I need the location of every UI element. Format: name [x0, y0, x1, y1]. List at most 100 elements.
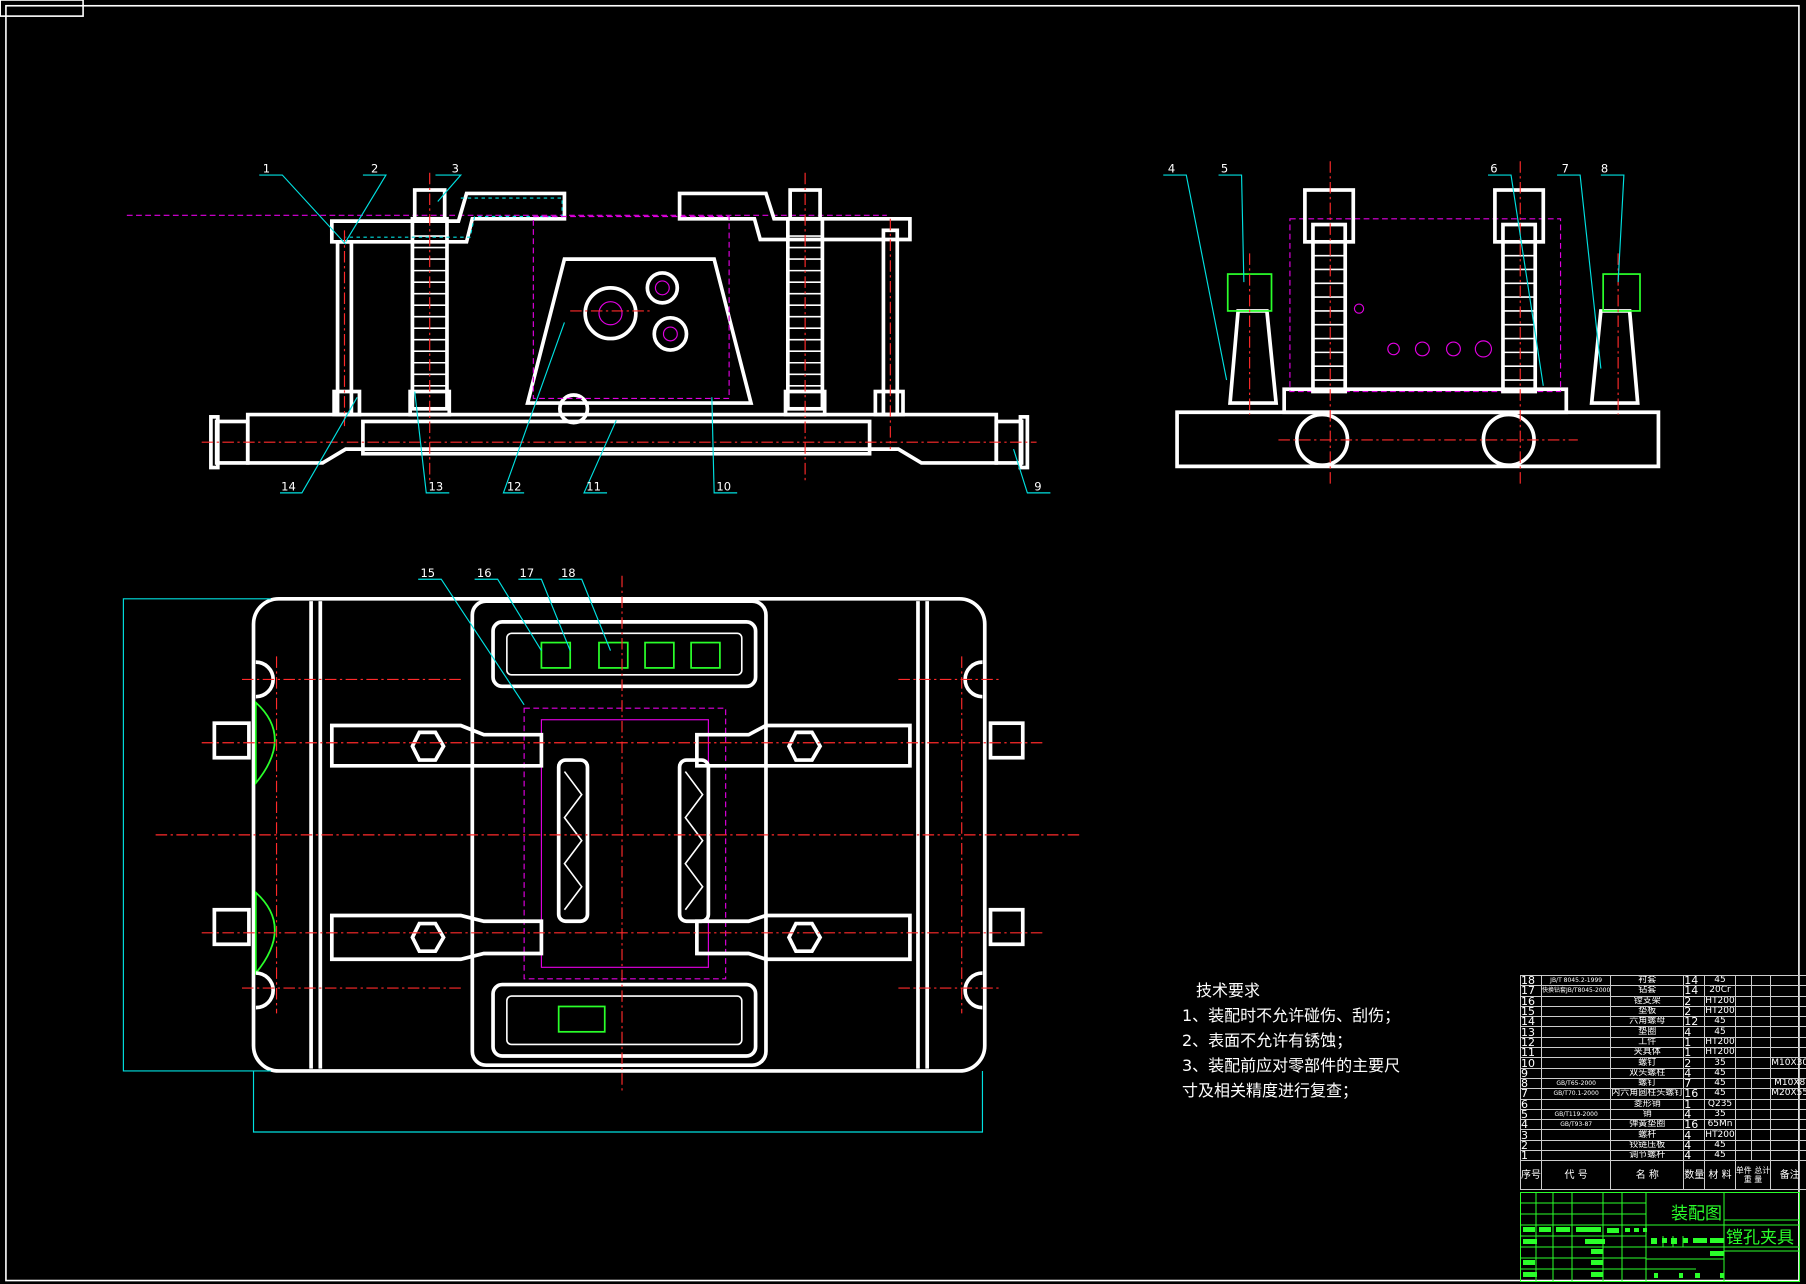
row-unit-weight — [1734, 1088, 1753, 1100]
row-name: 镗支架 — [1610, 995, 1685, 1007]
balloon-11: 11 — [586, 480, 601, 494]
row-no: 4 — [1520, 1119, 1542, 1131]
row-code: GB/T119-2000 — [1540, 1108, 1612, 1121]
balloon-1: 1 — [263, 162, 270, 176]
row-unit-weight — [1734, 1150, 1753, 1162]
row-no: 14 — [1520, 1016, 1542, 1028]
row-qty: 16 — [1683, 1088, 1706, 1100]
row-name: 弹簧垫圈 — [1610, 1119, 1685, 1131]
balloon-4: 4 — [1168, 162, 1175, 176]
row-code — [1540, 1026, 1612, 1038]
row-material: 20Cr — [1704, 985, 1736, 997]
row-material: 35 — [1704, 1057, 1736, 1069]
row-code — [1540, 1036, 1612, 1049]
row-qty: 1 — [1683, 1047, 1706, 1059]
row-name: 垫板 — [1610, 1005, 1685, 1018]
balloon-5: 5 — [1221, 162, 1228, 176]
corner-tab — [0, 0, 84, 17]
row-remark — [1770, 995, 1806, 1007]
balloon-16: 16 — [477, 566, 492, 580]
row-unit-weight — [1734, 1108, 1753, 1121]
row-name: 菱形销 — [1610, 1098, 1685, 1110]
balloon-2: 2 — [371, 162, 378, 176]
row-unit-weight — [1734, 1016, 1753, 1028]
row-unit-weight — [1734, 1067, 1753, 1079]
leader-lines — [259, 174, 1625, 706]
row-unit-weight — [1734, 1036, 1753, 1049]
row-remark — [1770, 1108, 1806, 1121]
row-remark — [1770, 974, 1806, 987]
tech-title: 技术要求 — [1196, 981, 1261, 1000]
row-code — [1540, 1067, 1612, 1079]
header-code: 代 号 — [1540, 1160, 1612, 1191]
technical-requirements: 技术要求 1、装配时不允许碰伤、刮伤； 2、表面不允许有锈蚀； 3、装配前应对零… — [1182, 978, 1400, 1103]
row-material: 45 — [1704, 1150, 1736, 1162]
row-qty: 4 — [1683, 1129, 1706, 1141]
header-total: 总计 — [1754, 1166, 1771, 1176]
row-material: 65Mn — [1704, 1119, 1736, 1131]
balloon-17: 17 — [520, 566, 535, 580]
row-total-weight — [1750, 995, 1772, 1007]
row-material: Q235 — [1704, 1098, 1736, 1110]
row-qty: 2 — [1683, 995, 1706, 1007]
row-remark — [1770, 1005, 1806, 1018]
row-no: 6 — [1520, 1098, 1542, 1110]
row-material: 45 — [1704, 1026, 1736, 1038]
row-total-weight — [1750, 1108, 1772, 1121]
row-code — [1540, 1016, 1612, 1028]
row-total-weight — [1750, 1119, 1772, 1131]
row-material: HT200 — [1704, 1129, 1736, 1141]
row-no: 10 — [1520, 1057, 1542, 1069]
row-remark — [1770, 1026, 1806, 1038]
row-qty: 4 — [1683, 1139, 1706, 1152]
row-code — [1540, 1139, 1612, 1152]
row-code — [1540, 1129, 1612, 1141]
row-name: 工件 — [1610, 1036, 1685, 1049]
row-no: 17 — [1520, 985, 1542, 997]
row-unit-weight — [1734, 1057, 1753, 1069]
row-qty: 4 — [1683, 1108, 1706, 1121]
row-name: 钻套 — [1610, 985, 1685, 997]
header-remark: 备注 — [1770, 1160, 1806, 1191]
row-name: 螺钉 — [1610, 1057, 1685, 1069]
row-material: HT200 — [1704, 995, 1736, 1007]
balloon-9: 9 — [1034, 480, 1041, 494]
row-material: 45 — [1704, 1067, 1736, 1079]
row-remark — [1770, 1067, 1806, 1079]
row-qty: 4 — [1683, 1150, 1706, 1162]
row-unit-weight — [1734, 974, 1753, 987]
header-no: 序号 — [1520, 1160, 1542, 1191]
row-qty: 12 — [1683, 1016, 1706, 1028]
row-material: HT200 — [1704, 1036, 1736, 1049]
row-code — [1540, 1047, 1612, 1059]
tech-item: 1、装配时不允许碰伤、刮伤； — [1182, 1006, 1401, 1025]
title-block: 装配图 镗孔夹具 — [1520, 1192, 1800, 1282]
row-no: 13 — [1520, 1026, 1542, 1038]
row-remark — [1770, 1016, 1806, 1028]
row-total-weight — [1750, 1088, 1772, 1100]
row-name: 调节螺杆 — [1610, 1150, 1685, 1162]
row-name: 双头螺柱 — [1610, 1067, 1685, 1079]
header-unit: 单件 — [1735, 1166, 1752, 1176]
row-qty: 2 — [1683, 1005, 1706, 1018]
balloon-8: 8 — [1601, 162, 1608, 176]
row-unit-weight — [1734, 1098, 1753, 1110]
row-total-weight — [1750, 1057, 1772, 1069]
row-unit-weight — [1734, 1129, 1753, 1141]
row-qty: 4 — [1683, 1067, 1706, 1079]
row-remark — [1770, 1139, 1806, 1152]
top-view — [122, 575, 1083, 1133]
header-material: 材 料 — [1704, 1160, 1736, 1191]
balloon-15: 15 — [420, 566, 435, 580]
row-code — [1540, 1150, 1612, 1162]
